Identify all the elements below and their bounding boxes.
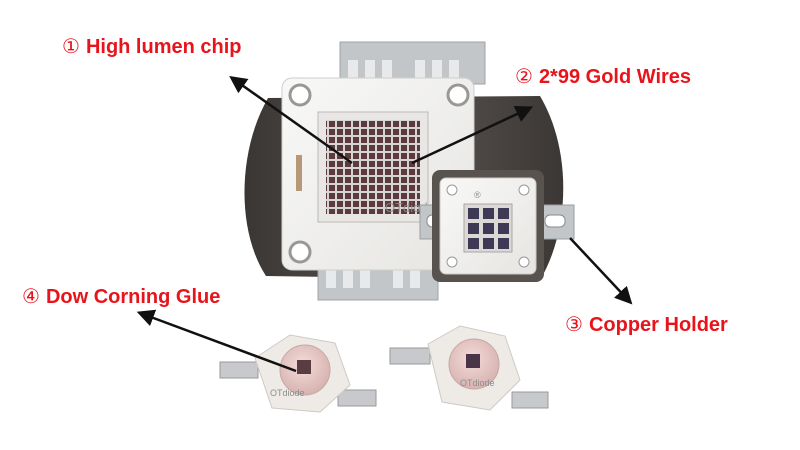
power-led-right: OTdiode bbox=[389, 325, 549, 411]
callout-number: ④ bbox=[22, 284, 40, 308]
callout-label: 2*99 Gold Wires bbox=[538, 66, 692, 88]
registered-mark-large: ® bbox=[474, 190, 481, 200]
watermark-small-right: OTdiode bbox=[460, 378, 495, 388]
arrow-glue-icon bbox=[136, 309, 297, 373]
arrow-copper-icon bbox=[569, 237, 633, 305]
arrow-wires-icon bbox=[411, 105, 534, 165]
callout-number: ① bbox=[62, 34, 80, 58]
led-chip-array bbox=[326, 120, 420, 214]
top-pins bbox=[339, 41, 486, 86]
small-cob-led-module bbox=[419, 170, 575, 282]
bottom-pins bbox=[317, 262, 439, 301]
arrows bbox=[136, 75, 633, 373]
watermark-small-left: OTdiode bbox=[270, 388, 305, 398]
callout-number: ② bbox=[515, 64, 533, 88]
power-led-left: OTdiode bbox=[219, 334, 377, 413]
callout-label: High lumen chip bbox=[85, 36, 242, 58]
callout-label: Dow Corning Glue bbox=[45, 286, 221, 308]
callout-number: ③ bbox=[565, 312, 583, 336]
arrow-chip-icon bbox=[229, 75, 353, 165]
callout-label: Copper Holder bbox=[588, 314, 728, 336]
